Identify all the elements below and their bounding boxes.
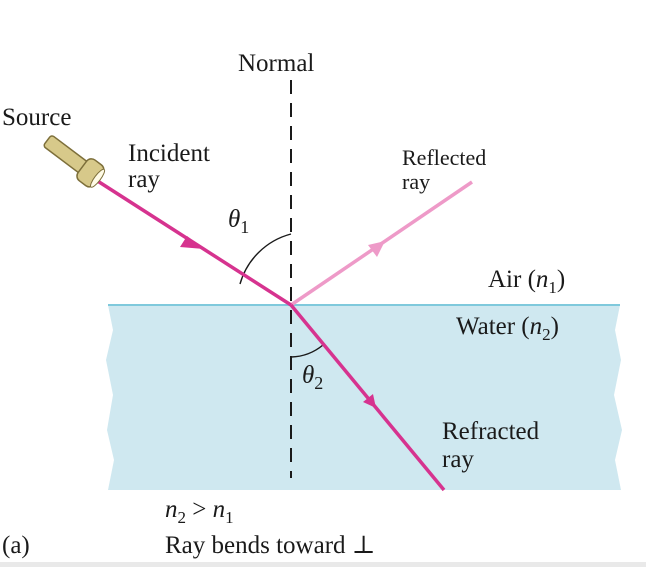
water-label: Water (n2) (456, 313, 559, 348)
theta2-symbol: θ (302, 362, 315, 389)
index-relation: n2 > n1 (165, 496, 234, 531)
reflected-ray-label-line1: Reflected (402, 145, 487, 170)
air-label: Air (n1) (488, 266, 565, 301)
theta2-subscript: 2 (314, 373, 324, 393)
air-close: ) (556, 266, 566, 293)
relation-greater-than: > (186, 496, 213, 523)
relation-n1: n (212, 496, 226, 523)
water-text: Water ( (456, 313, 530, 340)
theta1-subscript: 1 (240, 217, 250, 237)
source-label: Source (2, 104, 72, 131)
incident-ray-label-line1: Incident (128, 140, 210, 167)
relation-n1-subscript: 1 (225, 508, 234, 527)
theta2-label: θ2 (302, 362, 323, 397)
water-n: n (529, 313, 543, 340)
normal-label: Normal (238, 50, 315, 77)
refracted-ray-label-line1: Refracted (442, 418, 540, 445)
refracted-ray (289, 303, 446, 492)
incident-arrowhead (180, 236, 204, 249)
water-region (106, 305, 622, 490)
reflected-arrowhead (368, 241, 385, 257)
theta1-symbol: θ (228, 206, 241, 233)
theta2-arc (290, 344, 324, 358)
bottom-edge (0, 562, 646, 567)
water-subscript: 2 (542, 325, 551, 344)
source-icon (43, 135, 106, 188)
incident-ray-label-line2: ray (128, 166, 160, 193)
theta1-arc (239, 233, 292, 285)
relation-n2: n (165, 496, 178, 523)
water-close: ) (550, 313, 559, 340)
refracted-ray-label-line2: ray (442, 446, 474, 473)
air-n: n (535, 266, 549, 293)
reflected-ray-label-line2: ray (402, 169, 431, 194)
theta1-label: θ1 (228, 206, 249, 241)
air-subscript: 1 (548, 278, 557, 297)
relation-n2-subscript: 2 (177, 508, 187, 527)
panel-label: (a) (2, 532, 30, 559)
refracted-arrowhead (363, 394, 376, 408)
conclusion-text: Ray bends toward ⊥ (165, 532, 376, 559)
air-text: Air ( (488, 266, 536, 293)
